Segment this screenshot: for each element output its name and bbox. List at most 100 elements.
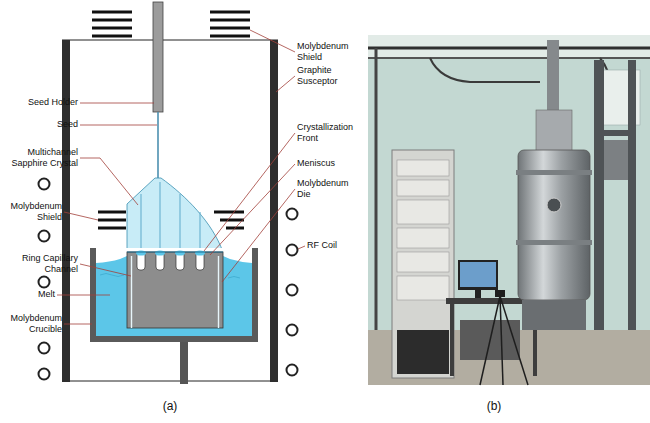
ring-capillary [131, 256, 132, 328]
rf-coil-turn [39, 343, 50, 354]
photo-viewport [547, 198, 561, 212]
photo-module [397, 160, 449, 176]
melt [96, 256, 127, 336]
shield-plate [98, 219, 126, 222]
leader-line [64, 212, 98, 220]
part-label: Seed [38, 119, 78, 130]
photo-module [397, 276, 449, 300]
photo-pipe [368, 57, 650, 59]
rf-coil-turn [287, 285, 298, 296]
seed [157, 112, 159, 180]
shield-plate [92, 11, 132, 14]
leader-line [250, 30, 295, 52]
leader-line [80, 158, 138, 205]
photo-wall [368, 35, 650, 385]
shield-plate [92, 35, 132, 38]
photo-pipe [430, 58, 540, 82]
photo-flange [516, 170, 592, 175]
shield-plate [210, 19, 250, 22]
shield-plate [210, 35, 250, 38]
photo-frame [628, 60, 636, 330]
photo-ceiling [368, 35, 650, 57]
rf-coil-turn [39, 231, 50, 242]
leader-line [222, 189, 295, 282]
shield-plate [210, 11, 250, 14]
chamber-bottom [62, 381, 278, 382]
part-label: Melt [15, 289, 55, 300]
panel-label: (a) [150, 399, 190, 413]
chamber-top [62, 40, 278, 41]
photo-module [397, 330, 449, 374]
seed-holder [153, 2, 163, 112]
part-label: Graphite Susceptor [297, 65, 347, 87]
crystal-channel [179, 194, 180, 252]
leader-line [80, 125, 157, 126]
leader-line [80, 103, 154, 104]
photo-base [522, 300, 586, 330]
shield-plate [214, 211, 244, 214]
molybdenum-die [127, 252, 223, 328]
shield-plate [92, 19, 132, 22]
leader-line [204, 133, 295, 251]
rf-coil-turn [287, 325, 298, 336]
leader-line [80, 264, 131, 276]
crystal-channel [159, 182, 160, 252]
shield-plate [210, 27, 250, 30]
part-label: Molybdenum Shield [297, 41, 352, 63]
rf-coil-turn [287, 365, 298, 376]
photo-module [397, 252, 449, 272]
part-label: Molybdenum Shield [7, 201, 62, 223]
rf-coil-turn [39, 179, 50, 190]
part-label: Seed Holder [6, 97, 78, 108]
shield-plate [98, 211, 126, 214]
photo-column [547, 40, 559, 120]
rf-coil-turn [39, 369, 50, 380]
leader-line [57, 295, 110, 296]
part-label: Crystallization Front [297, 122, 367, 144]
melt-wave [100, 274, 124, 277]
crystal-channel [140, 194, 141, 252]
photo-monitor-stand [475, 290, 481, 298]
shield-plate [92, 27, 132, 30]
leader-line [276, 76, 295, 92]
shield-plate [220, 219, 244, 222]
part-label: Multichannel Sapphire Crystal [8, 147, 78, 169]
ring-capillary [218, 256, 219, 328]
part-label: Ring Capillary Channel [16, 253, 78, 275]
part-label: Molybdenum Die [297, 178, 352, 200]
rf-coil-turn [287, 245, 298, 256]
rf-coil-turn [287, 209, 298, 220]
leader-line [210, 164, 295, 255]
meniscus [175, 251, 185, 256]
panel-label: (b) [474, 399, 514, 413]
photo-tripod [500, 296, 503, 385]
photo-frame [594, 130, 636, 136]
leader-line [64, 324, 92, 325]
photo-pipe [375, 48, 378, 330]
meniscus [155, 251, 165, 256]
photo-tripod [500, 296, 528, 385]
part-label: Meniscus [297, 158, 357, 169]
shield-plate [98, 227, 126, 230]
photo-rack [392, 150, 454, 378]
rf-coil-turn [39, 277, 50, 288]
photo-frame [594, 60, 604, 330]
crucible-wall [90, 248, 258, 342]
sapphire-crystal [127, 178, 223, 252]
part-label: Molybdenum Crucible [4, 313, 62, 335]
photo-monitor [458, 260, 498, 290]
photo-head [536, 110, 572, 152]
photo-flange [516, 240, 592, 245]
photo-desk-leg [450, 304, 454, 376]
melt [223, 256, 252, 336]
photo-tripod [480, 296, 500, 385]
crystal-channel [199, 212, 200, 252]
crystallization-front [127, 252, 223, 253]
meniscus [136, 251, 146, 256]
part-label: RF Coil [307, 240, 357, 251]
photo-screen [460, 262, 496, 287]
meniscus [195, 251, 205, 256]
crucible-inside [96, 248, 252, 336]
